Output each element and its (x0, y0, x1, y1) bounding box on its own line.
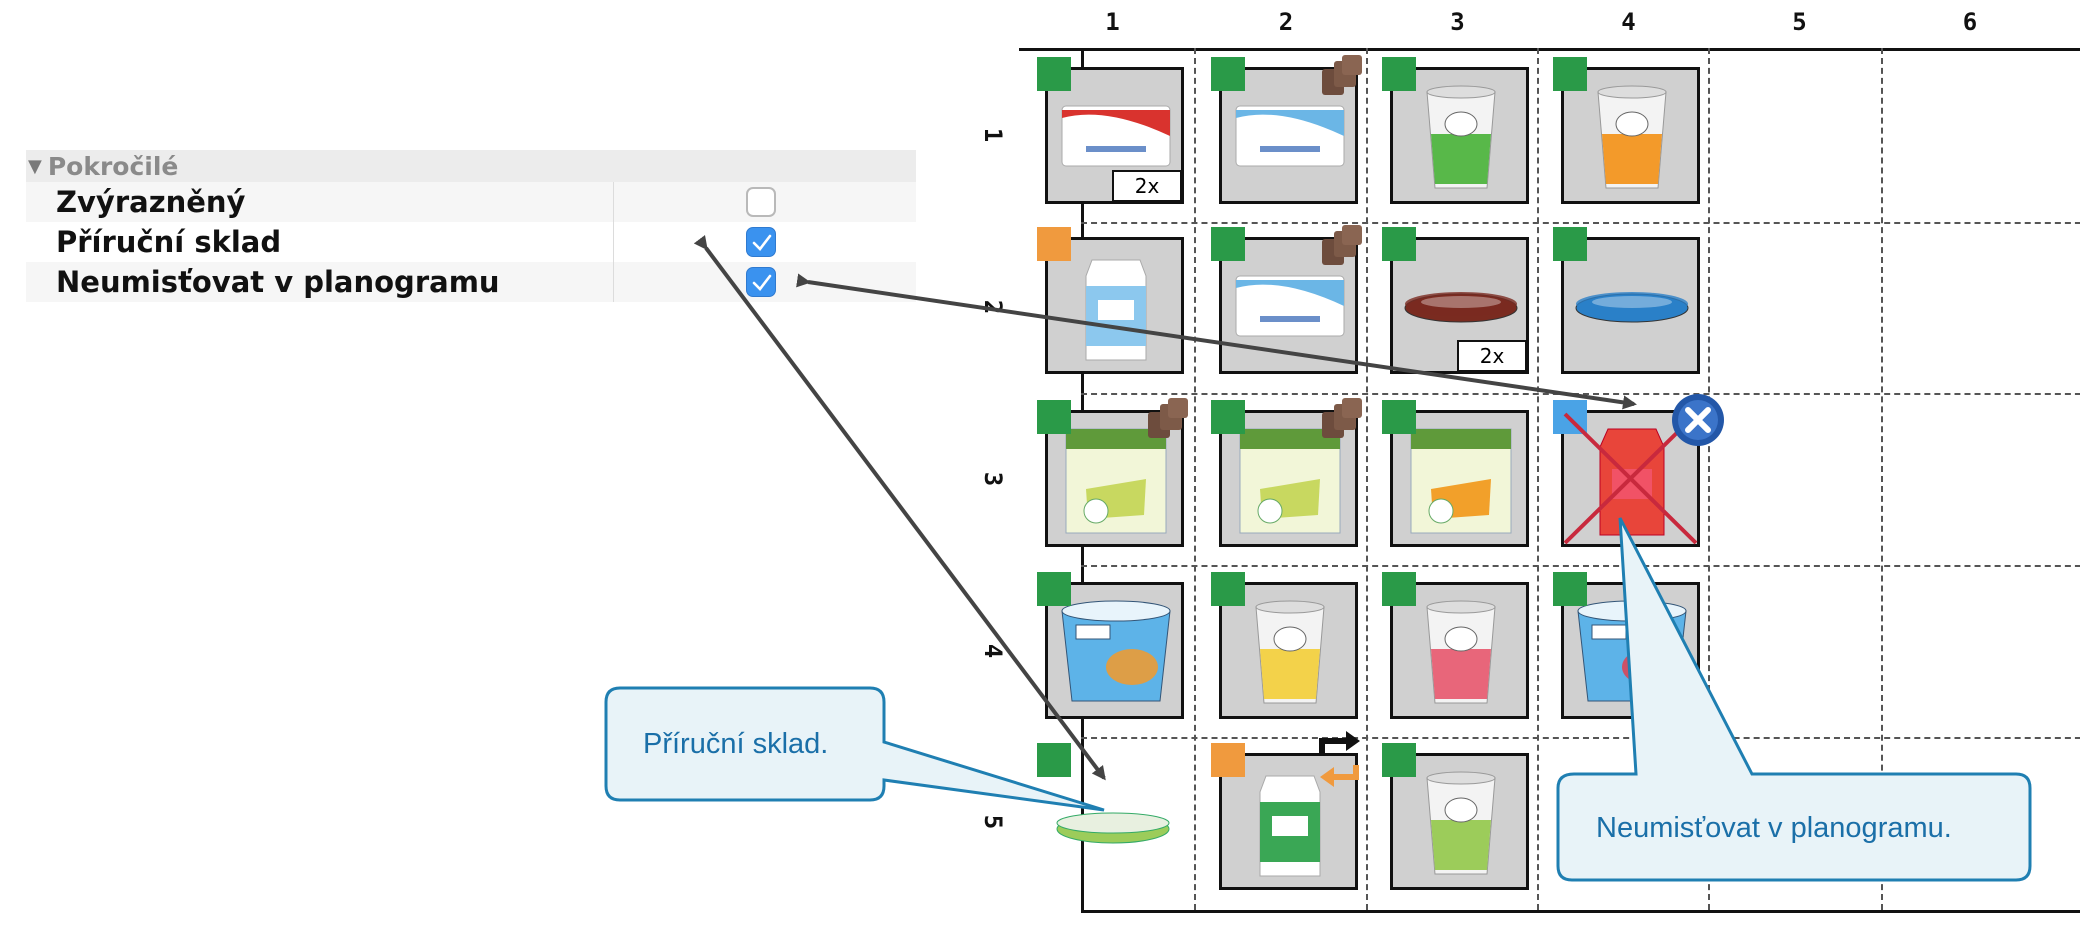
status-marker-green (1382, 57, 1416, 91)
status-marker-green (1037, 57, 1071, 91)
column-divider (1708, 48, 1710, 910)
planogram-cell-r1c4[interactable] (1543, 50, 1714, 220)
column-divider (1194, 48, 1196, 910)
swap-arrows-icon (1312, 727, 1366, 793)
property-label: Zvýrazněný (26, 182, 614, 222)
planogram-cell-r3c3[interactable] (1372, 393, 1543, 565)
planogram-cell-r1c1[interactable]: 2x (1025, 50, 1200, 220)
column-divider (1366, 48, 1368, 910)
property-label: Neumisťovat v planogramu (26, 262, 614, 302)
product-facing[interactable] (1390, 410, 1529, 547)
excluded-cross-mark (1561, 410, 1700, 547)
status-marker-green (1382, 743, 1416, 777)
planogram-cell-r4c3[interactable] (1372, 565, 1543, 736)
product-image (1235, 105, 1344, 167)
planogram-cell-r1c3[interactable] (1372, 50, 1543, 220)
status-marker-orange (1210, 743, 1245, 777)
callout-hand-store-text: Příruční sklad. (643, 728, 829, 760)
column-label: 3 (1450, 8, 1465, 36)
remove-circle-icon[interactable] (1670, 392, 1726, 448)
product-image (1061, 105, 1171, 167)
properties-panel: ▼ Pokročilé Zvýrazněný Příruční sklad Ne… (26, 150, 916, 302)
product-image (1254, 600, 1325, 704)
quantity-badge: 2x (1112, 170, 1182, 202)
planogram-cell-r3c4[interactable] (1543, 393, 1724, 565)
property-row-highlighted: Zvýrazněný (26, 182, 916, 222)
product-image (1259, 775, 1320, 877)
status-marker-green (1382, 572, 1416, 606)
product-image (1426, 600, 1496, 704)
column-label: 2 (1278, 8, 1294, 36)
section-header-advanced[interactable]: ▼ Pokročilé (26, 150, 916, 182)
callout-do-not-place-text: Neumisťovat v planogramu. (1596, 812, 1952, 844)
product-facing[interactable] (1218, 410, 1358, 547)
product-image (1597, 85, 1667, 189)
status-marker-green (1210, 57, 1245, 91)
disclosure-triangle-icon[interactable]: ▼ (28, 155, 42, 177)
product-facing[interactable] (1390, 67, 1529, 204)
stack-icon (1320, 55, 1364, 99)
grid-bottom-border (1081, 910, 2080, 913)
status-marker-green (1553, 57, 1587, 91)
stack-icon (1320, 225, 1364, 269)
column-label: 6 (1962, 8, 1978, 36)
property-label: Příruční sklad (26, 222, 614, 262)
callout-hand-store-bubble (604, 686, 1105, 812)
section-title: Pokročilé (47, 151, 179, 181)
status-marker-green (1210, 572, 1245, 606)
status-marker-green (1382, 227, 1416, 261)
arrow-hand-store (693, 235, 1106, 781)
callout-do-not-place-bubble (1556, 517, 2032, 882)
product-image (1410, 428, 1512, 534)
column-label: 5 (1792, 8, 1807, 36)
row-divider (1081, 565, 2080, 567)
planogram-cell-r3c2[interactable] (1200, 393, 1372, 565)
product-facing[interactable] (1390, 753, 1529, 890)
status-marker-green (1210, 227, 1245, 261)
product-image (1239, 428, 1340, 534)
product-image (1426, 85, 1496, 189)
planogram-cell-r5c3[interactable] (1372, 736, 1543, 908)
product-facing[interactable] (1561, 67, 1700, 204)
planogram-cell-r4c2[interactable] (1200, 565, 1372, 736)
column-divider (1881, 48, 1883, 910)
row-divider (1081, 222, 2080, 224)
row-divider (1081, 737, 2080, 739)
product-facing[interactable] (1218, 753, 1358, 890)
product-image (1426, 771, 1496, 875)
status-marker-green (1553, 572, 1587, 606)
arrow-do-not-place (796, 273, 1637, 410)
column-divider (1537, 48, 1539, 910)
status-marker-green (1553, 227, 1587, 261)
column-label: 1 (1105, 8, 1120, 36)
highlighted-checkbox[interactable] (746, 187, 776, 217)
planogram-cell-r5c2[interactable] (1200, 731, 1372, 908)
product-image-hand-store[interactable] (1053, 765, 1173, 885)
column-label: 4 (1621, 8, 1636, 36)
grid-top-border (1019, 48, 2080, 51)
planogram-cell-r1c2[interactable] (1200, 50, 1372, 220)
